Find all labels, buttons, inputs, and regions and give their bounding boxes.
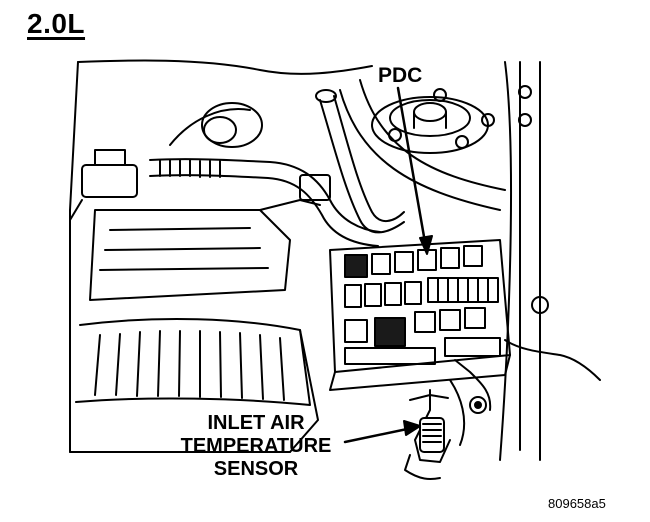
sensor-label-line-1: INLET AIR [207, 412, 305, 434]
figure-number: 809658a5 [548, 496, 606, 511]
air-intake-duct [149, 102, 381, 247]
sensor-label-line-2: TEMPERATURE [180, 435, 332, 457]
inlet-air-temperature-sensor-label: INLET AIR TEMPERATURE SENSOR [158, 412, 354, 481]
vacuum-hose [315, 89, 405, 234]
intake-manifold [75, 317, 319, 453]
pdc-leader-line [396, 86, 433, 255]
pdc-label: PDC [378, 64, 423, 87]
sensor-label-line-3: SENSOR [213, 458, 299, 480]
engine-cover [89, 174, 331, 301]
sensor-leader-line [343, 420, 421, 444]
power-distribution-center [329, 239, 511, 391]
strut-tower [339, 79, 506, 211]
engine-bay-outline [69, 59, 541, 461]
electrical-connector [69, 149, 138, 221]
figure-title: 2.0L [27, 8, 86, 39]
sensor-harness [404, 339, 601, 480]
fender-bolts [469, 85, 549, 414]
